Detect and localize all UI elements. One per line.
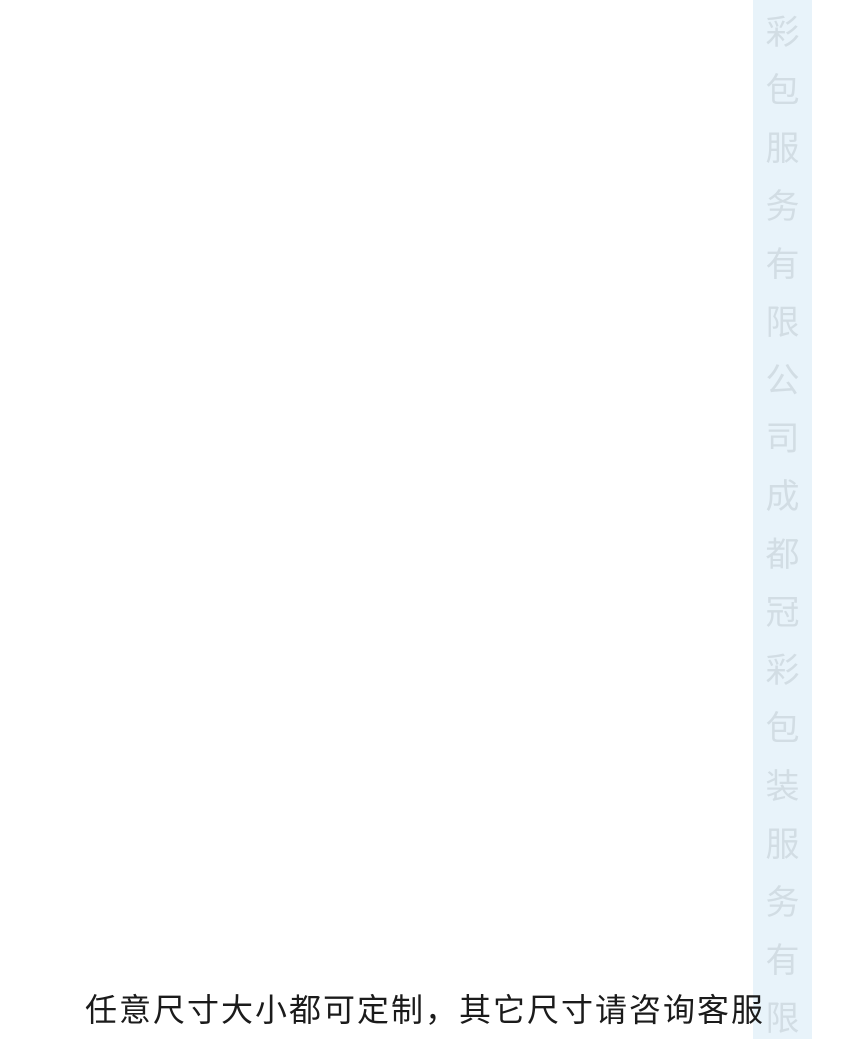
footer-note: 任意尺寸大小都可定制，其它尺寸请咨询客服 (84, 991, 765, 1029)
watermark-band (753, 0, 812, 1039)
product-row-top (0, 0, 850, 470)
product-row-bottom (0, 520, 850, 990)
